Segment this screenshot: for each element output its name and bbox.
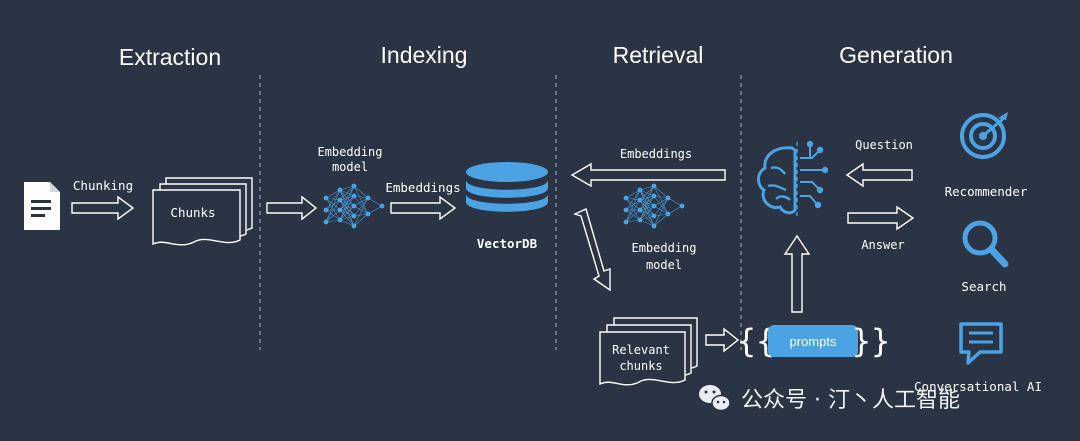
arrow-to-vectordb-query	[570, 162, 726, 188]
right-brace-glyph: }}	[852, 322, 891, 360]
embedding-model-label-1-line1: Embedding	[317, 145, 382, 159]
chunks-stack	[152, 177, 253, 246]
relevant-chunks-label-line2: chunks	[619, 359, 662, 373]
arrow-to-relevant-chunks	[573, 208, 611, 292]
chunks-label: Chunks	[170, 205, 215, 220]
arrow-to-chunks	[71, 195, 135, 221]
watermark-text: 公众号 · 汀丶人工智能	[741, 388, 960, 413]
answer-label: Answer	[861, 238, 904, 252]
wechat-icon	[699, 385, 731, 412]
stage-title-generation: Generation	[839, 42, 953, 68]
arrow-to-vectordb	[390, 195, 457, 221]
relevant-chunks-label-line1: Relevant	[612, 343, 670, 357]
arrow-to-llm	[783, 234, 811, 313]
brain-icon	[757, 140, 829, 218]
arrow-to-embedding-model	[266, 195, 318, 221]
search-icon	[962, 220, 1009, 268]
embeddings-label-1: Embeddings	[385, 180, 460, 195]
recommender-label: Recommender	[945, 184, 1028, 199]
stage-title-retrieval: Retrieval	[613, 42, 704, 68]
prompts-box	[768, 325, 858, 357]
stage-title-extraction: Extraction	[119, 44, 221, 70]
vectordb-label: VectorDB	[477, 236, 538, 251]
document-icon	[24, 182, 60, 230]
arrow-question-to-llm	[845, 162, 913, 188]
chunking-label: Chunking	[73, 178, 133, 193]
neural-network-icon	[623, 183, 685, 229]
embedding-model-label-2-line1: Embedding	[631, 241, 696, 255]
database-icon	[466, 162, 548, 212]
question-label: Question	[855, 138, 913, 152]
relevant-chunks-stack	[599, 317, 698, 386]
stage-title-indexing: Indexing	[381, 42, 468, 68]
conversational-ai-label: Conversational AI	[914, 379, 1042, 394]
embedding-model-label-2-line2: model	[646, 258, 682, 272]
embedding-model-label-1-line2: model	[332, 160, 368, 174]
arrow-to-prompts	[705, 327, 740, 353]
prompts-label: prompts	[790, 334, 837, 349]
target-icon	[960, 112, 1008, 159]
arrow-answer-from-llm	[847, 205, 915, 231]
stage-dividers	[259, 75, 742, 350]
chat-icon	[959, 322, 1003, 365]
neural-network-icon	[323, 183, 385, 229]
search-label: Search	[961, 279, 1006, 294]
embeddings-label-2: Embeddings	[620, 147, 692, 161]
